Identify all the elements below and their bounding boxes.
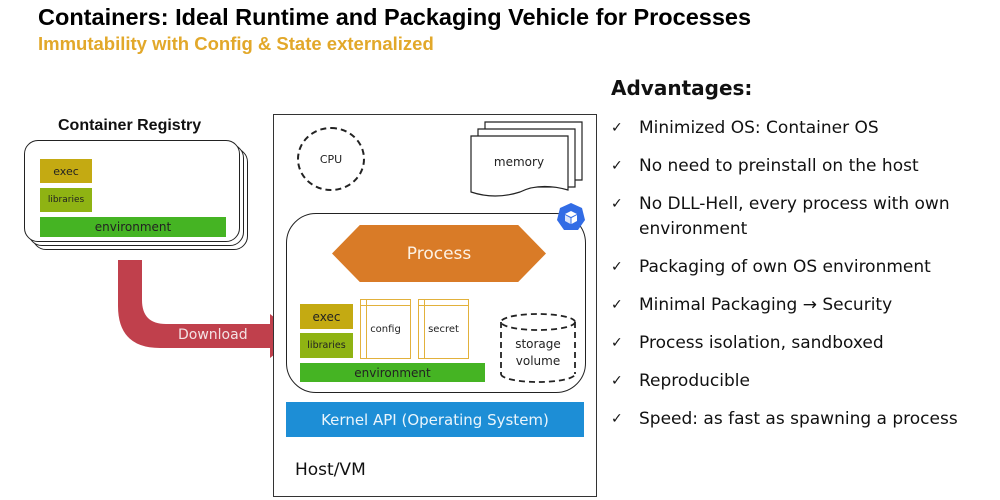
advantage-item: ✓ Minimized OS: Container OS: [611, 116, 991, 141]
kubernetes-cube-icon: [557, 203, 585, 230]
advantage-item: ✓ Reproducible: [611, 369, 991, 394]
storage-label-line-1: storage: [515, 337, 561, 351]
advantage-text: Minimal Packaging → Security: [639, 295, 893, 315]
download-arrow-shape: [118, 260, 298, 358]
advantage-text: Reproducible: [639, 371, 750, 391]
slide-title: Containers: Ideal Runtime and Packaging …: [38, 4, 752, 30]
check-icon: ✓: [611, 120, 623, 136]
check-icon: ✓: [611, 335, 623, 351]
advantage-text: No need to preinstall on the host: [639, 156, 919, 176]
storage-volume-cylinder: [500, 313, 576, 383]
check-icon: ✓: [611, 196, 623, 212]
process-hexagon: Process: [332, 225, 546, 282]
check-icon: ✓: [611, 158, 623, 174]
storage-volume-label: storage volume: [498, 336, 578, 370]
advantage-text: Process isolation, sandboxed: [639, 333, 884, 353]
advantage-item: ✓ No need to preinstall on the host: [611, 154, 991, 179]
host-vm-label: Host/VM: [295, 460, 366, 480]
advantage-text-line-1: No DLL-Hell, every process with own: [639, 194, 950, 214]
check-icon: ✓: [611, 373, 623, 389]
config-document: config: [360, 299, 411, 359]
registry-exec-block: exec: [40, 159, 92, 183]
registry-libraries-block: libraries: [40, 188, 92, 212]
check-icon: ✓: [611, 259, 623, 275]
download-label: Download: [178, 327, 248, 343]
registry-title: Container Registry: [58, 117, 202, 134]
memory-label: memory: [493, 155, 545, 169]
advantage-item: ✓ Packaging of own OS environment: [611, 255, 991, 280]
advantage-text: Packaging of own OS environment: [639, 257, 931, 277]
advantages-list: ✓ Minimized OS: Container OS ✓ No need t…: [611, 116, 991, 432]
storage-label-line-2: volume: [515, 354, 561, 368]
pod-environment-block: environment: [300, 363, 485, 382]
check-icon: ✓: [611, 411, 623, 427]
pod-libraries-block: libraries: [300, 333, 353, 358]
config-label: config: [370, 323, 401, 335]
kernel-api-bar: Kernel API (Operating System): [286, 402, 584, 437]
secret-label: secret: [428, 323, 459, 335]
slide-subtitle: Immutability with Config & State externa…: [38, 33, 434, 54]
advantages-title: Advantages:: [611, 76, 753, 100]
pod-exec-block: exec: [300, 304, 353, 329]
advantage-text: No DLL-Hell, every process with own envi…: [639, 192, 950, 242]
cpu-resource: CPU: [297, 127, 365, 191]
secret-document: secret: [418, 299, 469, 359]
advantage-item: ✓ Speed: as fast as spawning a process: [611, 407, 991, 432]
registry-environment-block: environment: [40, 217, 226, 237]
advantage-text-line-2: environment: [639, 219, 748, 239]
advantage-text: Speed: as fast as spawning a process: [639, 409, 958, 429]
advantage-item: ✓ Process isolation, sandboxed: [611, 331, 991, 356]
advantage-text: Minimized OS: Container OS: [639, 118, 879, 138]
check-icon: ✓: [611, 297, 623, 313]
memory-stack: [470, 121, 583, 197]
advantage-item: ✓ Minimal Packaging → Security: [611, 293, 991, 318]
advantage-item: ✓ No DLL-Hell, every process with own en…: [611, 192, 991, 242]
